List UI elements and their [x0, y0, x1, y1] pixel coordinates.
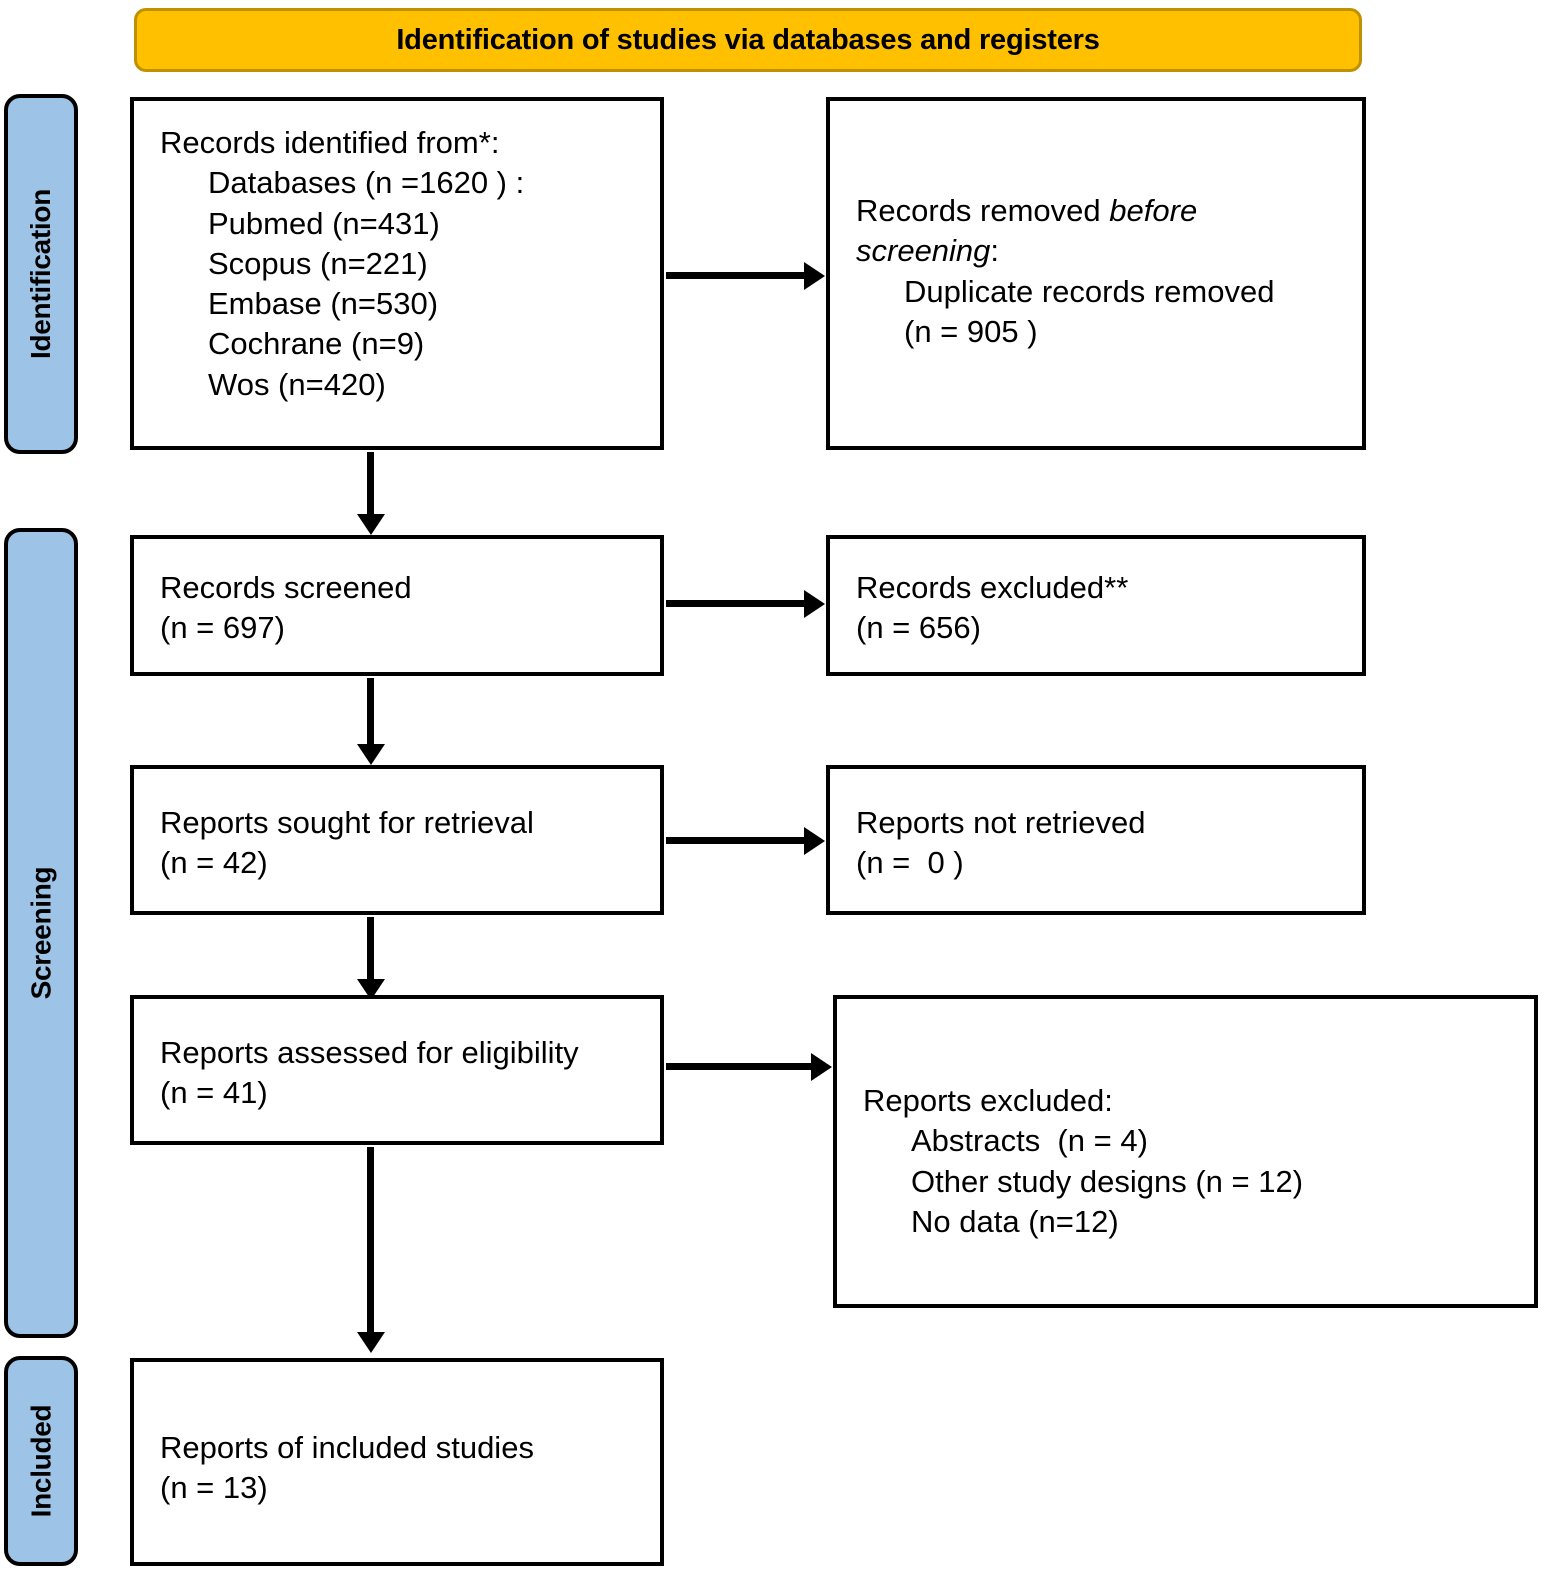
records-excluded-line-1: Records excluded** [856, 570, 1129, 605]
box-reports-sought: Reports sought for retrieval (n = 42) [130, 765, 664, 915]
box-records-removed-text: Records removed before screening: Duplic… [856, 191, 1350, 352]
stage-label-screening-text: Screening [25, 866, 56, 1000]
stage-label-identification-text: Identification [25, 188, 56, 360]
box-reports-included-text: Reports of included studies (n = 13) [160, 1428, 648, 1509]
arrow-identified-to-removed [666, 272, 805, 279]
box-reports-included: Reports of included studies (n = 13) [130, 1358, 664, 1566]
arrow-sought-to-not-retrieved [666, 837, 805, 844]
box-records-screened: Records screened (n = 697) [130, 535, 664, 676]
reports-excluded-line-2: Abstracts (n = 4) [911, 1123, 1148, 1159]
records-removed-prefix: Records removed [856, 193, 1110, 228]
records-removed-italic-screening: screening [856, 233, 991, 269]
box-reports-excluded-detail-text: Reports excluded: Abstracts (n = 4) Othe… [863, 1081, 1522, 1242]
reports-not-retrieved-line-2: (n = 0 ) [856, 845, 964, 881]
box-records-excluded: Records excluded** (n = 656) [826, 535, 1366, 676]
records-identified-line-5: Embase (n=530) [208, 286, 439, 322]
records-screened-line-1: Records screened [160, 570, 412, 605]
reports-excluded-line-1: Reports excluded: [863, 1083, 1113, 1118]
arrow-identified-to-screened [367, 452, 374, 516]
records-identified-line-7: Wos (n=420) [208, 366, 386, 402]
records-removed-line-4: (n = 905 ) [904, 313, 1038, 349]
records-excluded-line-2: (n = 656) [856, 610, 981, 646]
box-reports-not-retrieved: Reports not retrieved (n = 0 ) [826, 765, 1366, 915]
diagram-header-banner: Identification of studies via databases … [134, 8, 1362, 72]
records-removed-colon: : [990, 233, 1000, 269]
arrow-sought-to-assessed [367, 917, 374, 981]
records-identified-line-1: Records identified from*: [160, 125, 500, 160]
records-identified-line-4: Scopus (n=221) [208, 245, 428, 281]
reports-included-line-2: (n = 13) [160, 1470, 268, 1506]
box-records-removed: Records removed before screening: Duplic… [826, 97, 1366, 450]
records-screened-line-2: (n = 697) [160, 610, 285, 646]
records-identified-line-6: Cochrane (n=9) [208, 326, 425, 362]
box-reports-not-retrieved-text: Reports not retrieved (n = 0 ) [856, 803, 1350, 884]
box-reports-excluded-detail: Reports excluded: Abstracts (n = 4) Othe… [833, 995, 1538, 1308]
records-identified-line-2: Databases (n =1620 ) : [208, 165, 525, 201]
reports-excluded-line-4: No data (n=12) [911, 1203, 1119, 1239]
arrow-screened-to-sought [367, 678, 374, 746]
stage-label-screening: Screening [4, 528, 78, 1338]
reports-sought-line-1: Reports sought for retrieval [160, 805, 534, 840]
reports-excluded-line-3: Other study designs (n = 12) [911, 1163, 1304, 1199]
reports-included-line-1: Reports of included studies [160, 1430, 534, 1465]
box-records-excluded-text: Records excluded** (n = 656) [856, 568, 1350, 649]
box-reports-sought-text: Reports sought for retrieval (n = 42) [160, 803, 648, 884]
arrow-assessed-to-reports-excluded [666, 1063, 812, 1070]
reports-assessed-line-2: (n = 41) [160, 1075, 268, 1111]
records-removed-line-2: screening: [856, 231, 1350, 271]
box-reports-assessed-text: Reports assessed for eligibility (n = 41… [160, 1033, 648, 1114]
box-records-screened-text: Records screened (n = 697) [160, 568, 648, 649]
reports-sought-line-2: (n = 42) [160, 845, 268, 881]
stage-label-included-text: Included [25, 1404, 56, 1518]
box-reports-assessed: Reports assessed for eligibility (n = 41… [130, 995, 664, 1145]
records-identified-line-3: Pubmed (n=431) [208, 205, 440, 241]
box-records-identified: Records identified from*: Databases (n =… [130, 97, 664, 450]
records-removed-line-1: Records removed before [856, 191, 1350, 231]
stage-label-included: Included [4, 1356, 78, 1566]
records-removed-line-3: Duplicate records removed [904, 273, 1275, 309]
reports-not-retrieved-line-1: Reports not retrieved [856, 805, 1146, 840]
reports-assessed-line-1: Reports assessed for eligibility [160, 1035, 579, 1070]
arrow-screened-to-excluded [666, 600, 805, 607]
stage-label-identification: Identification [4, 94, 78, 454]
records-removed-italic-before: before [1109, 193, 1198, 228]
box-records-identified-text: Records identified from*: Databases (n =… [160, 123, 648, 405]
diagram-title: Identification of studies via databases … [396, 23, 1100, 56]
arrow-assessed-to-included [367, 1147, 374, 1334]
